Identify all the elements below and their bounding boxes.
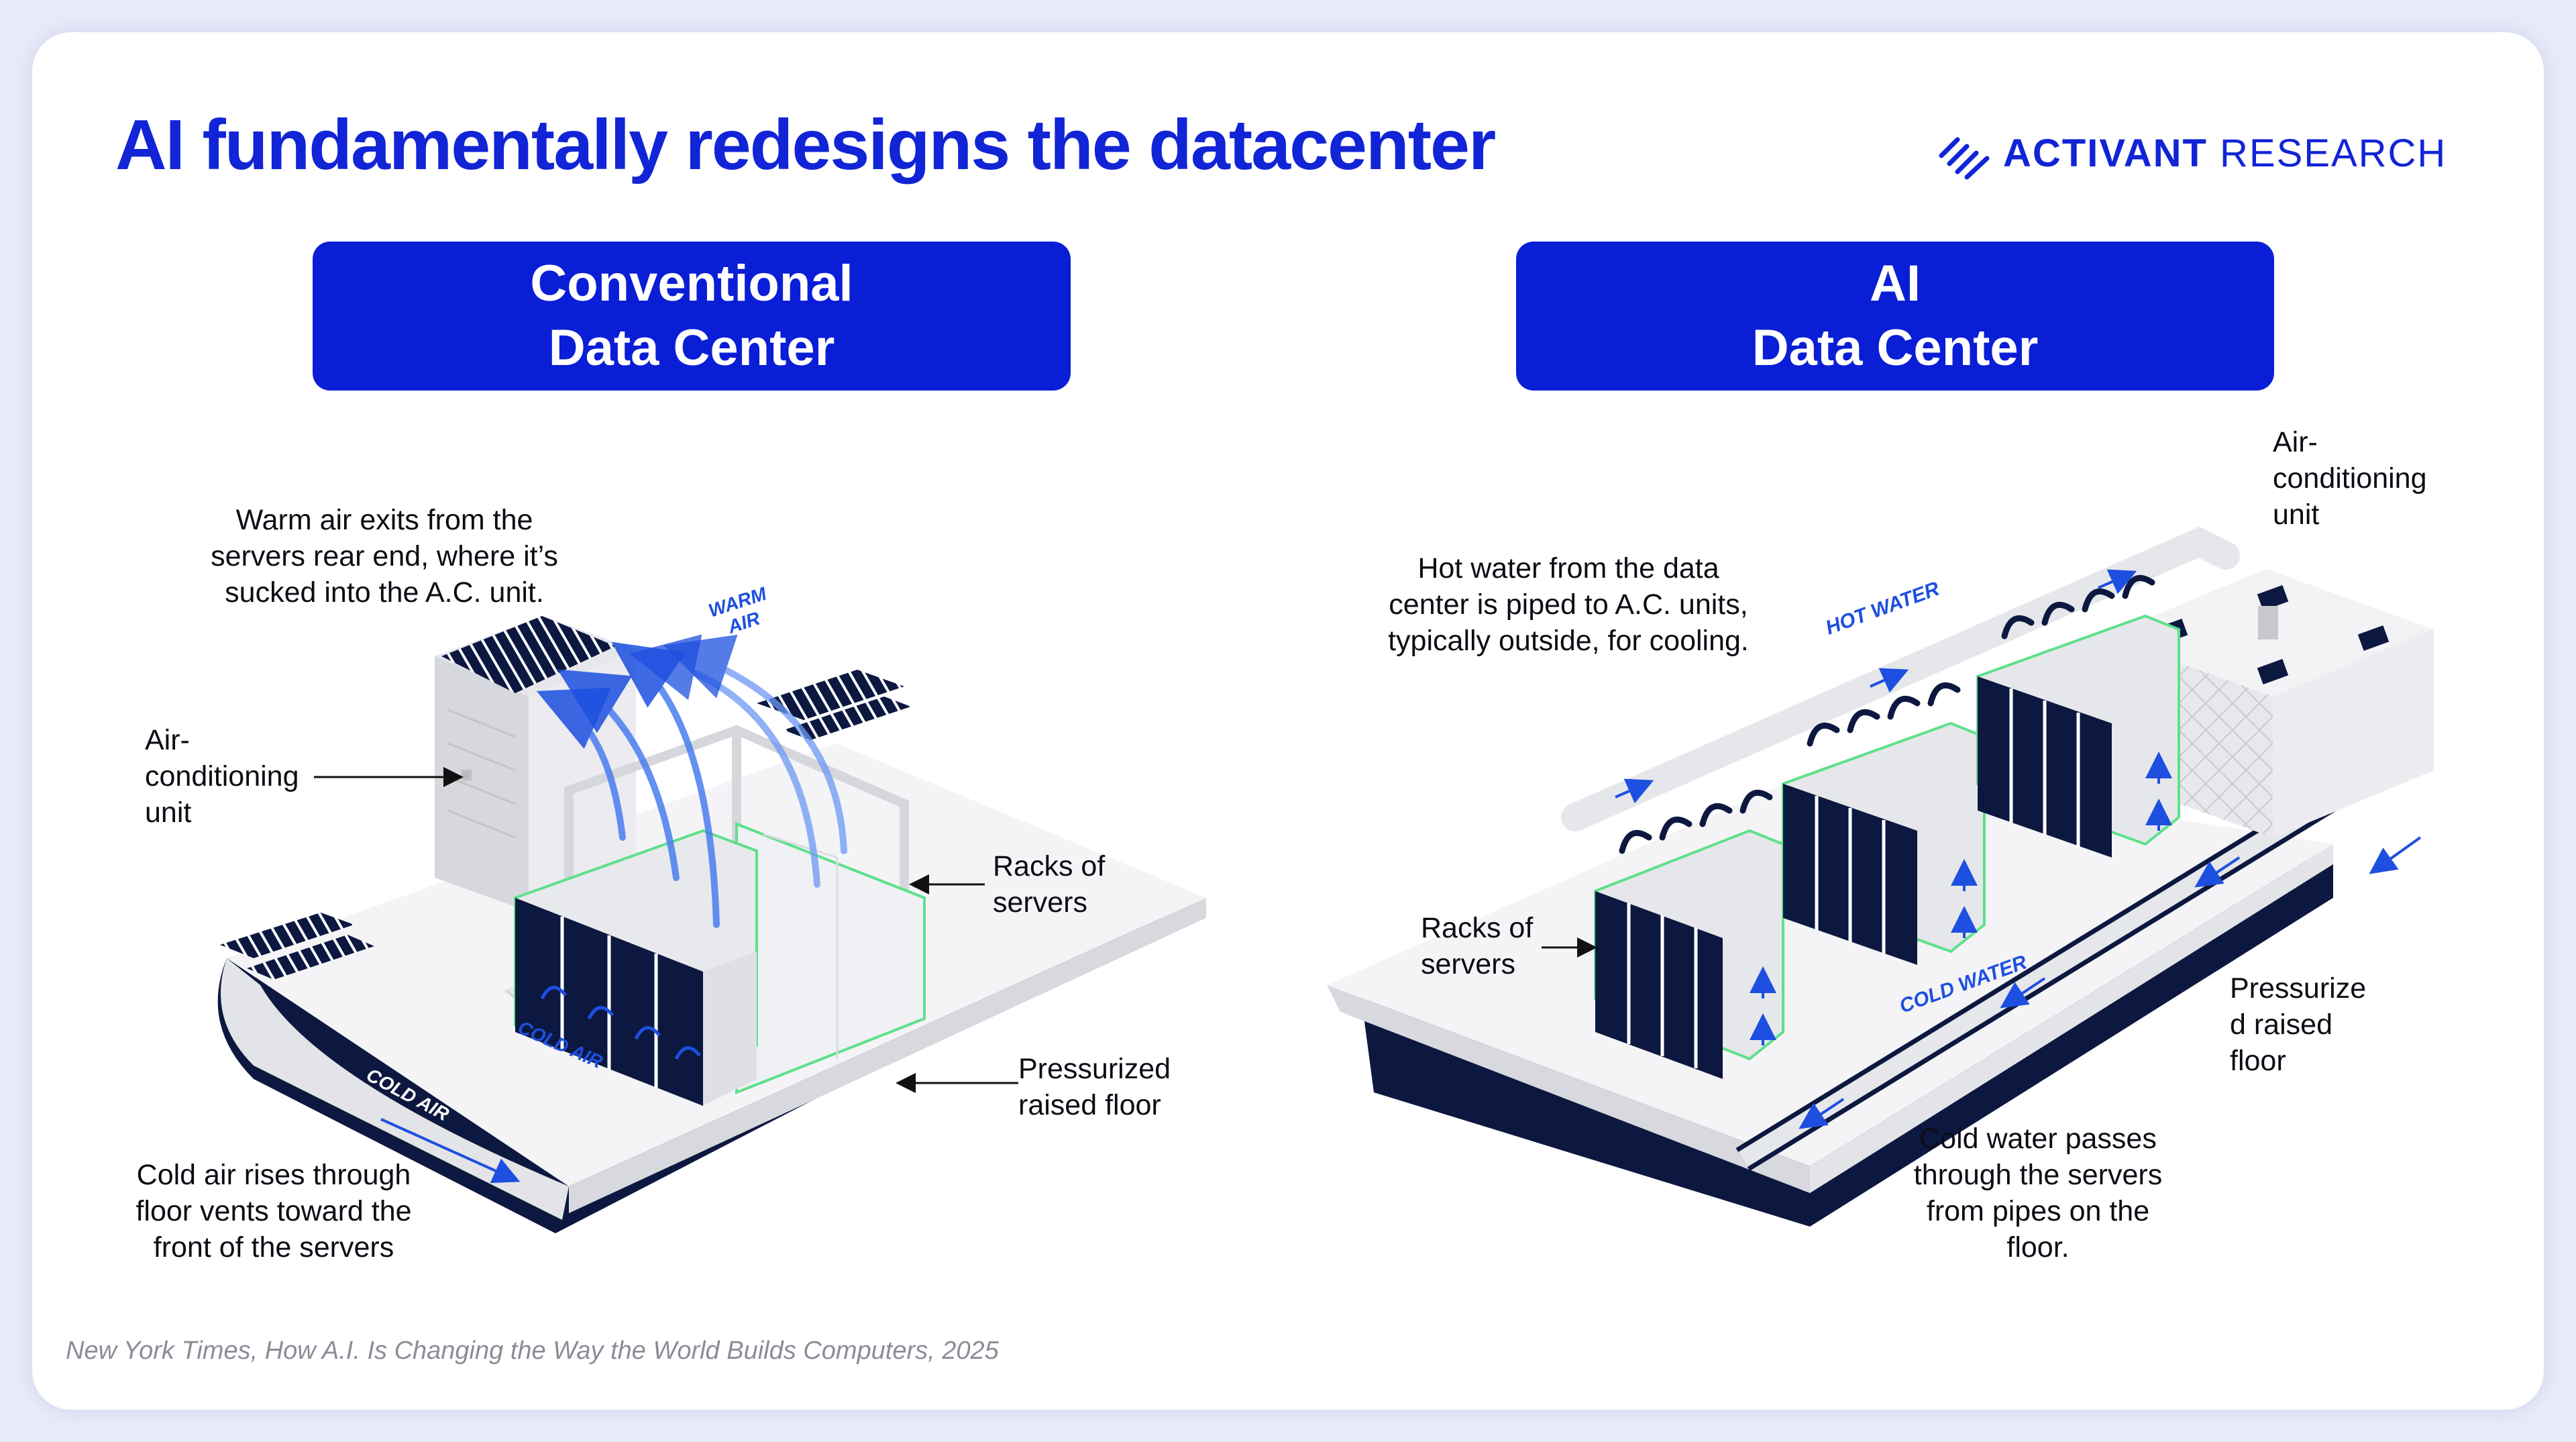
datacenter-diagram: WARM AIR COLD AIR COLD AIR [217,526,2434,1233]
brand-secondary: RESEARCH [2207,131,2447,175]
page-title: AI fundamentally redesigns the datacente… [115,105,1496,185]
hot-water-pipe [1561,526,2240,831]
floor-vent [784,697,911,740]
activant-logo-icon [1939,137,1990,180]
ai-title-line2: Data Center [1752,319,2039,376]
warm-air-tag: WARM AIR [706,581,780,641]
ai-racks [1594,574,2180,1079]
ai-panel-title: AI Data Center [1516,242,2274,391]
cold-water-label: Cold water passes through the servers fr… [1913,1123,2163,1264]
ac-unit-label-right: Air- conditioning unit [2273,426,2427,531]
racks-label-left: Racks of servers [993,850,1106,919]
floor-vent [757,670,904,720]
cold-air-label: Cold air rises through floor vents towar… [136,1159,412,1264]
brand-primary: ACTIVANT [2003,131,2208,175]
conventional-panel-title: Conventional Data Center [313,242,1071,391]
hot-water-tag: HOT WATER [1823,578,1943,639]
source-citation: New York Times, How A.I. Is Changing the… [66,1337,999,1365]
leader-lines-left [314,767,1018,1093]
floor-vent [247,935,374,980]
conventional-title-line1: Conventional [530,255,853,312]
cold-air-floor-arrow [380,1118,521,1184]
conventional-title-line2: Data Center [548,319,835,376]
ac-unit-label-left: Air- conditioning unit [145,724,299,829]
hot-water-label: Hot water from the data center is piped … [1388,552,1749,657]
infographic-card: AI fundamentally redesigns the datacente… [32,32,2544,1410]
ai-title-line1: AI [1870,255,1921,312]
conventional-racks [514,725,926,1106]
floor-vent [220,913,354,958]
racks-label-right: Racks of servers [1421,912,1534,980]
floor-label-right: Pressurize d raised floor [2230,972,2367,1077]
floor-label-left: Pressurized raised floor [1018,1053,1171,1121]
warm-air-arrows [536,634,847,928]
brand: ACTIVANT RESEARCH [1937,126,2447,180]
warm-air-label: Warm air exits from the servers rear end… [211,504,558,609]
